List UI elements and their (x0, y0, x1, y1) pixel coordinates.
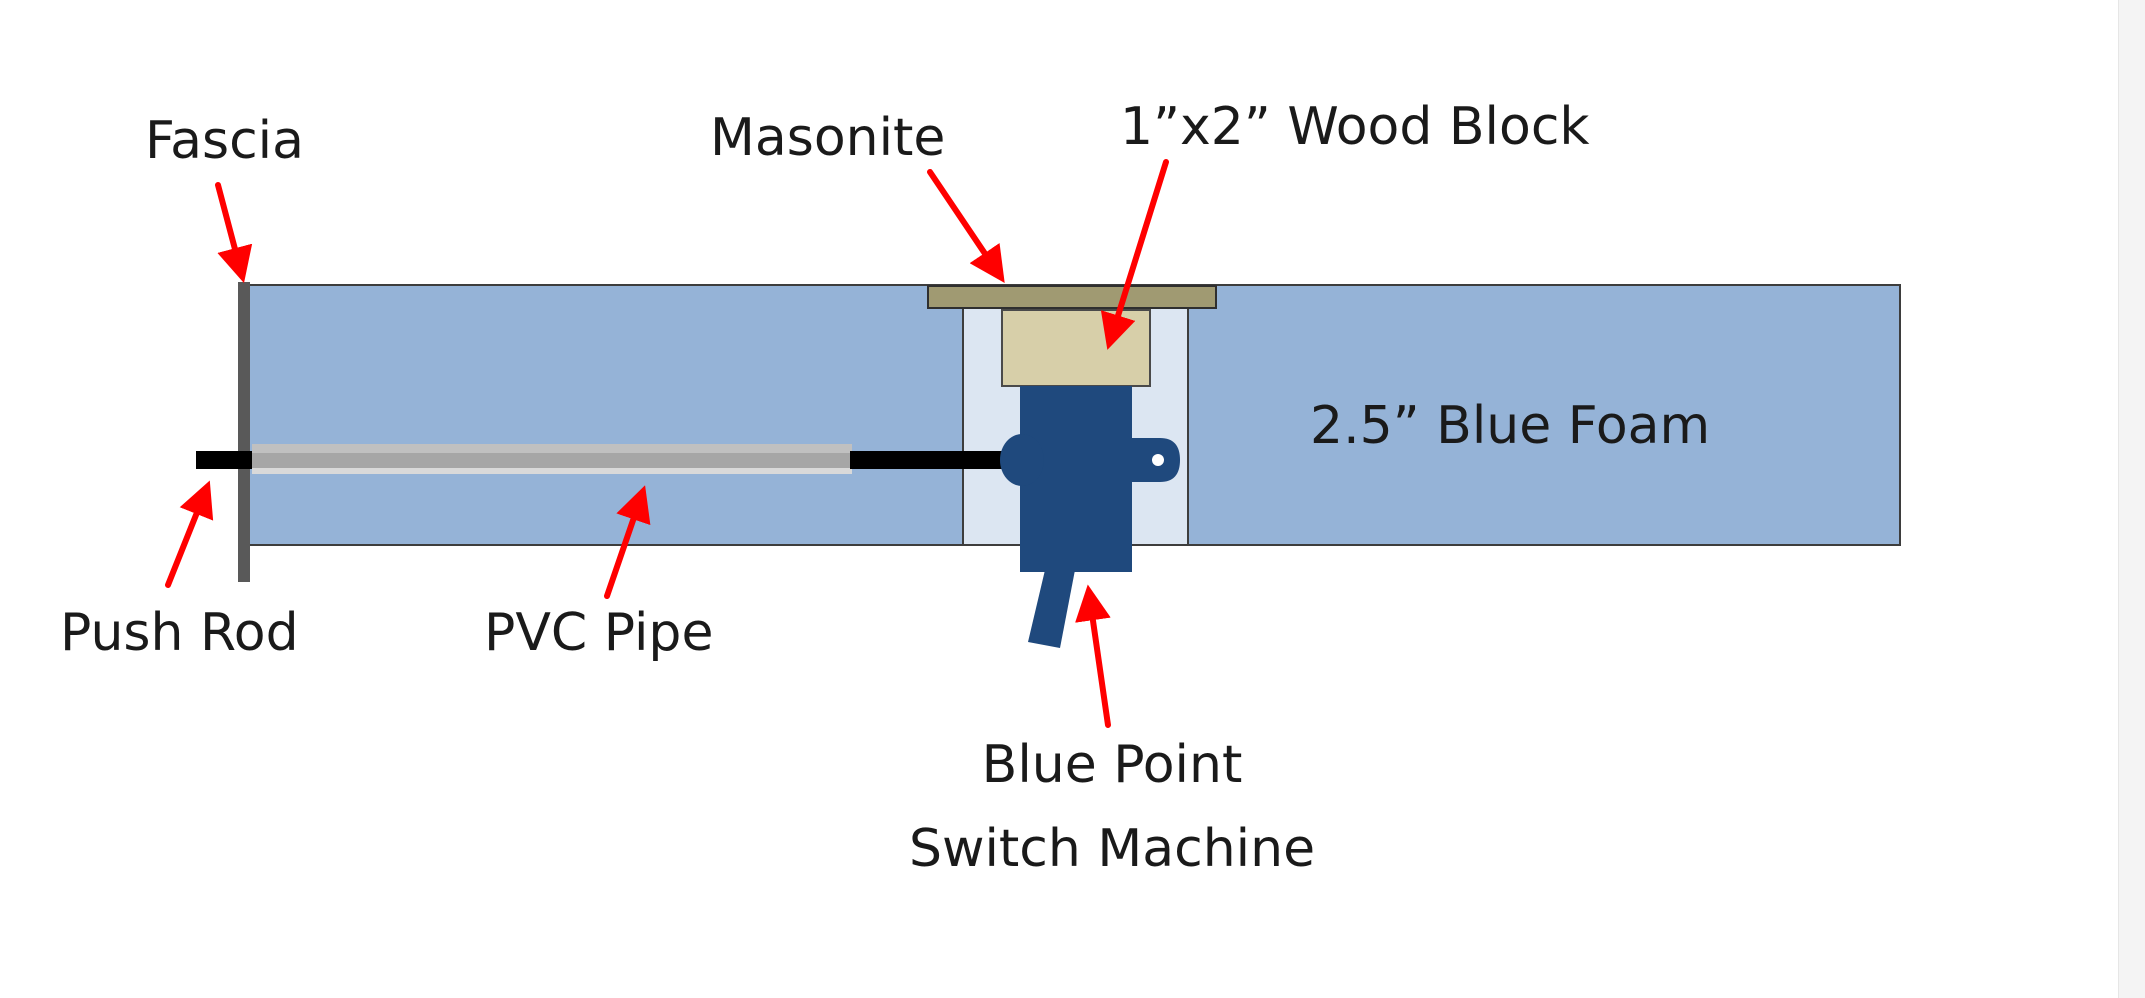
arrow-fascia (215, 182, 253, 284)
switch-machine-left-tab (1000, 434, 1044, 486)
label-switch-machine-line2: Switch Machine (909, 819, 1315, 879)
push-rod-left (196, 451, 254, 469)
push-rod-right (850, 451, 1010, 469)
fascia-board (238, 282, 250, 582)
label-fascia: Fascia (145, 111, 304, 171)
switch-machine-body (1020, 386, 1132, 572)
scrollbar-track (2118, 0, 2145, 998)
label-wood-block: 1”x2” Wood Block (1120, 97, 1590, 157)
arrow-switch-machine (1075, 584, 1111, 728)
label-pvc-pipe: PVC Pipe (484, 603, 713, 663)
label-push-rod: Push Rod (60, 603, 299, 663)
mounting-hole (1152, 454, 1164, 466)
label-switch-machine-line1: Blue Point (982, 735, 1243, 795)
arrow-push-rod (165, 480, 214, 588)
pvc-pipe-shadow (252, 468, 852, 474)
arrow-pvc-pipe (604, 485, 651, 599)
blue-foam-right (1187, 284, 1901, 546)
arrow-wood-block (1100, 159, 1169, 350)
wood-block (1001, 309, 1151, 387)
label-masonite: Masonite (710, 108, 945, 168)
arrow-masonite (927, 169, 1005, 283)
masonite-plate (927, 285, 1217, 309)
switch-machine-lever (1028, 570, 1075, 648)
blue-foam-left (247, 284, 964, 546)
pvc-pipe-highlight (252, 444, 852, 453)
label-blue-foam: 2.5” Blue Foam (1310, 396, 1710, 456)
